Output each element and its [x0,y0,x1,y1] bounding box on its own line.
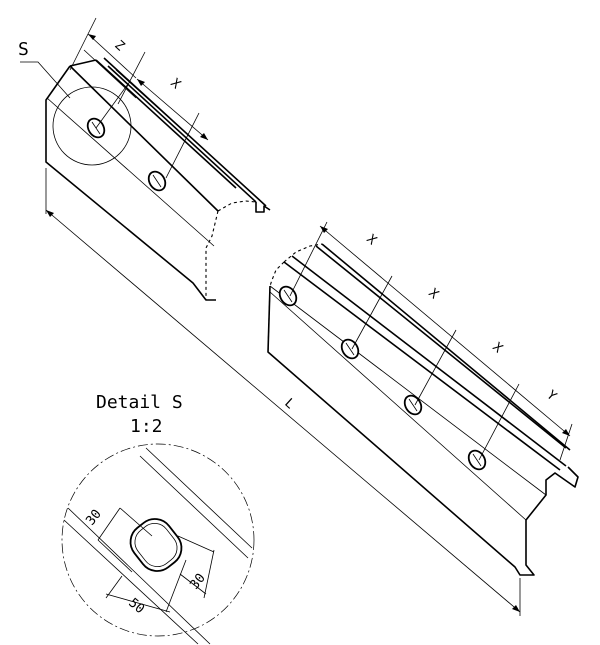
dimension-l-label: L [281,396,297,413]
dimension-z-label: Z [111,38,127,55]
detail-s-title: Detail S [96,392,183,413]
dimension-x-upper-label: X [167,76,183,93]
hole-upper-2 [147,170,167,192]
dimension-x-lower-1-label: X [363,232,379,249]
rail-section-lower [267,243,579,576]
detail-s-scale: 1:2 [130,416,163,437]
dimension-chain-lower: X X X Y [289,221,573,461]
detail-s-marker-circle [52,86,132,166]
detail-s-marker-label: S [18,39,29,60]
dimension-x-lower-3-label: X [489,340,505,357]
detail-hole [129,518,183,572]
dimension-y-label: Y [543,388,559,405]
detail-s-circle [61,443,255,637]
detail-s: Detail S 1:2 30 50 30 [61,392,255,645]
detail-s-leader [20,61,71,99]
dim-50-label: 50 [125,596,147,618]
hole-lower-3 [403,394,423,416]
hole-lower-1 [278,285,298,307]
dimension-x-lower-2-label: X [425,286,441,303]
dimension-x-upper: X [136,76,209,179]
